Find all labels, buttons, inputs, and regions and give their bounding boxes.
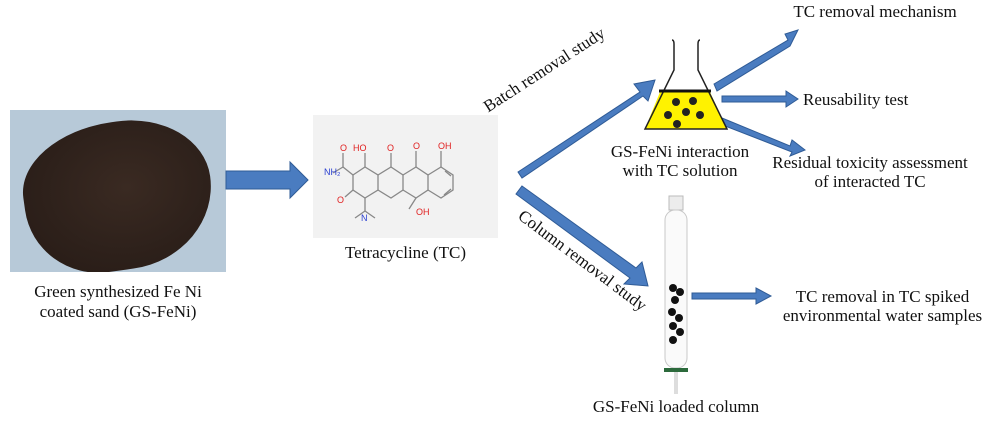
outcome-toxicity-line1: Residual toxicity assessment <box>772 153 968 172</box>
flask-caption-line2: with TC solution <box>622 161 738 180</box>
atom-o: O <box>413 141 420 151</box>
arrow-batch <box>517 79 656 179</box>
atom-o: O <box>337 195 344 205</box>
atom-oh: OH <box>438 141 452 151</box>
arrow-column <box>515 185 649 287</box>
arrow-environmental <box>691 287 773 305</box>
outcome-reusability: Reusability test <box>803 90 909 109</box>
tetracycline-structure: O NH₂ HO O O OH O N OH <box>313 115 498 238</box>
atom-oh: HO <box>353 143 367 153</box>
outcome-env-line2: environmental water samples <box>782 306 983 325</box>
chromatography-column <box>664 195 688 394</box>
flask-caption-line1: GS-FeNi interaction <box>610 142 750 161</box>
sand-caption-line2: coated sand (GS-FeNi) <box>39 302 197 321</box>
arrow-sand-to-tc <box>225 160 309 200</box>
column-caption: GS-FeNi loaded column <box>592 397 760 416</box>
tetracycline-caption: Tetracycline (TC) <box>344 243 467 262</box>
atom-n: N <box>361 213 368 223</box>
arrow-reusability <box>721 90 799 108</box>
atom-oh: OH <box>416 207 430 217</box>
erlenmeyer-flask <box>643 39 729 130</box>
arrow-toxicity <box>719 117 807 157</box>
outcome-env-line1: TC removal in TC spiked <box>795 287 970 306</box>
sand-caption-line1: Green synthesized Fe Ni <box>34 282 202 301</box>
tetracycline-molecule: O NH₂ HO O O OH O N OH <box>324 141 454 223</box>
atom-o: O <box>340 143 347 153</box>
arrow-mechanism <box>713 29 799 92</box>
gs-feni-sand-photo <box>10 110 226 272</box>
atom-nh2: NH₂ <box>324 167 341 177</box>
outcome-toxicity-line2: of interacted TC <box>814 172 926 191</box>
atom-oh: O <box>387 143 394 153</box>
outcome-mechanism: TC removal mechanism <box>793 2 957 21</box>
